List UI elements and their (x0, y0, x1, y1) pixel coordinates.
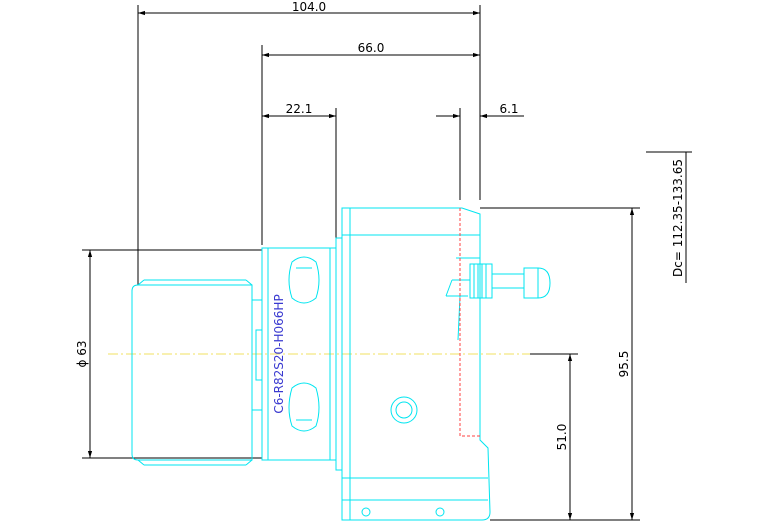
dim-body-length: 66.0 (358, 41, 385, 55)
dim-height-total: 95.5 (617, 351, 631, 378)
dim-insert-offset: 6.1 (499, 102, 518, 116)
dim-cutting-dia: Dc= 112.35-133.65 (671, 159, 685, 277)
hidden-line (459, 208, 480, 437)
dim-overall-length: 104.0 (292, 0, 326, 14)
dimension-lines (82, 5, 692, 521)
tool-outline (131, 207, 551, 521)
dim-shank-offset: 22.1 (286, 102, 313, 116)
dim-shank-dia: ϕ 63 (75, 341, 89, 368)
dim-center-height: 51.0 (555, 424, 569, 451)
part-number-label: C6-R82S20-H066HP (272, 294, 286, 413)
